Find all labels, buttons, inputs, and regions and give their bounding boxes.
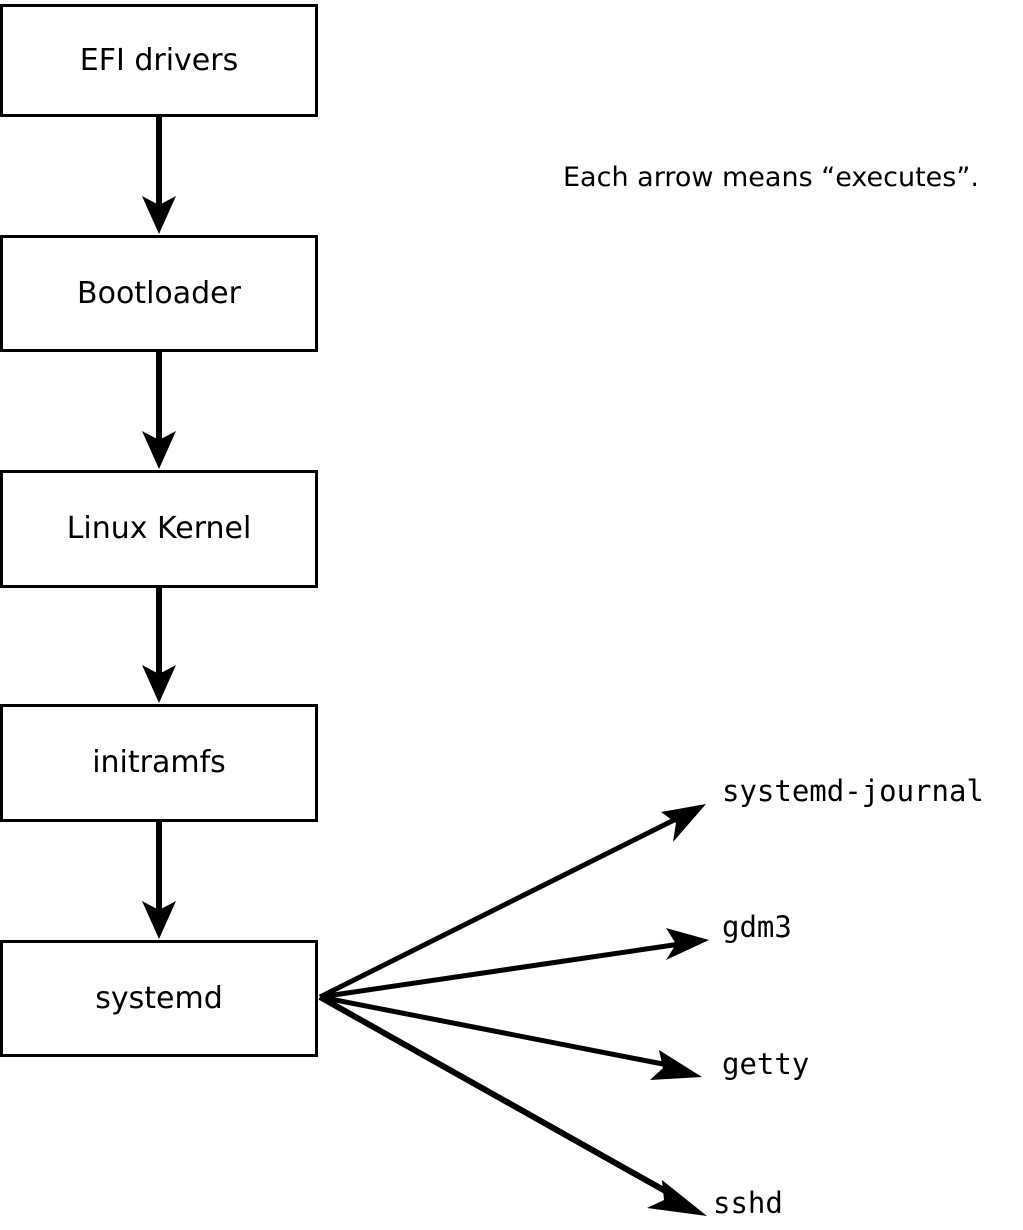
arrow-systemd-to-systemd-journal	[318, 804, 706, 1000]
stage-label-efi-drivers: EFI drivers	[79, 42, 239, 78]
stage-box-initramfs[interactable]: initramfs	[0, 704, 318, 822]
arrow-bootloader-to-linux-kernel	[142, 352, 176, 469]
stage-box-efi-drivers[interactable]: EFI drivers	[0, 4, 318, 117]
arrow-systemd-to-sshd	[318, 994, 707, 1216]
stage-box-linux-kernel[interactable]: Linux Kernel	[0, 470, 318, 588]
arrow-efi-drivers-to-bootloader	[142, 117, 176, 234]
stage-box-systemd[interactable]: systemd	[0, 940, 318, 1057]
stage-label-bootloader: Bootloader	[77, 275, 241, 311]
child-label-gdm3[interactable]: gdm3	[722, 910, 792, 944]
arrow-initramfs-to-systemd	[142, 822, 176, 939]
stage-label-systemd: systemd	[95, 980, 223, 1016]
diagram-caption: Each arrow means “executes”.	[563, 162, 979, 193]
stage-box-bootloader[interactable]: Bootloader	[0, 235, 318, 352]
stage-label-linux-kernel: Linux Kernel	[66, 511, 252, 546]
arrow-linux-kernel-to-initramfs	[142, 588, 176, 703]
arrow-systemd-to-gdm3	[319, 928, 709, 1000]
child-label-sshd[interactable]: sshd	[713, 1186, 783, 1220]
child-label-getty[interactable]: getty	[722, 1047, 810, 1081]
stage-label-initramfs: initramfs	[92, 745, 226, 780]
arrow-systemd-to-getty	[319, 994, 702, 1080]
child-label-systemd-journal[interactable]: systemd-journal	[722, 774, 984, 808]
